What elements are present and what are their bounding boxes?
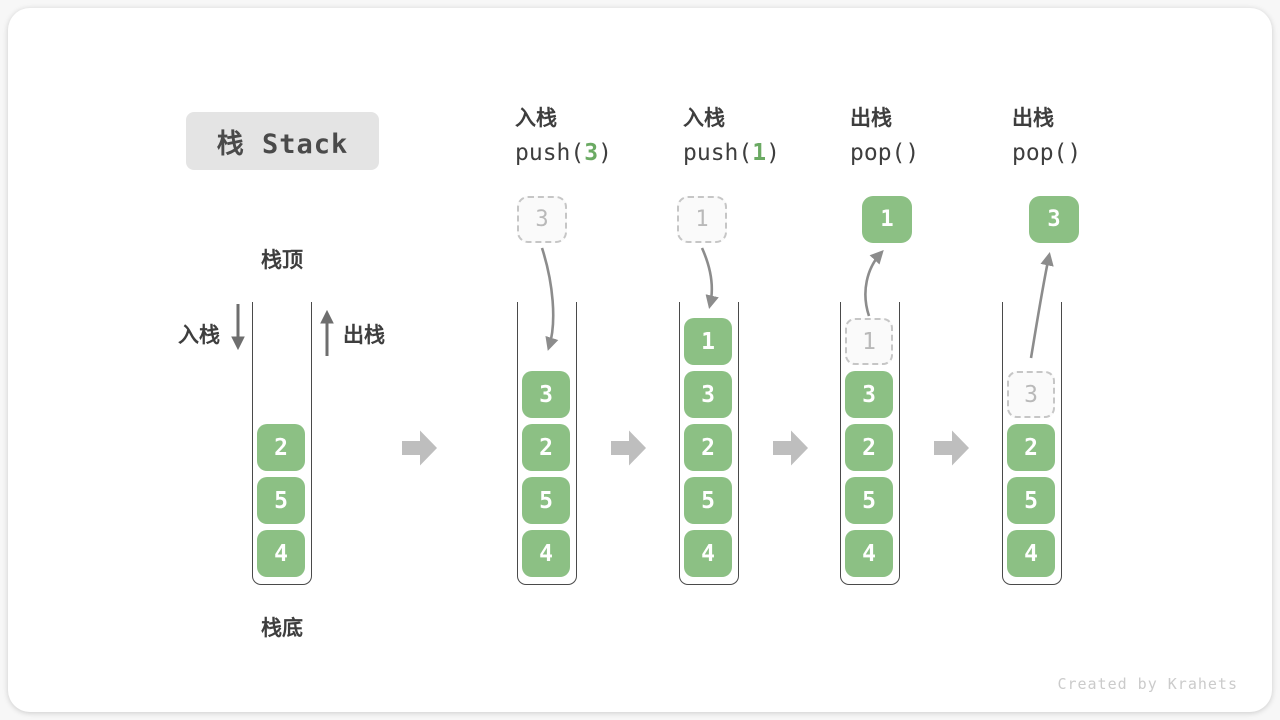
- stack-cell: 2: [257, 424, 305, 471]
- stack-cell: 4: [845, 530, 893, 577]
- stack-top-label: 栈顶: [261, 248, 303, 272]
- op-cn-label: 入栈: [515, 106, 557, 130]
- code-post: ): [905, 140, 920, 166]
- stack-cell: 4: [522, 530, 570, 577]
- stack-cell: 2: [522, 424, 570, 471]
- op-label-pop-1: 出栈 pop(): [850, 104, 1010, 167]
- op-label-pop-3: 出栈 pop(): [1012, 104, 1172, 167]
- stack-cell: 4: [1007, 530, 1055, 577]
- op-code-label: pop(): [850, 139, 1010, 167]
- stack-cell: 4: [257, 530, 305, 577]
- stack-cell: 5: [257, 477, 305, 524]
- stack-container-after-push-3: 3 2 5 4: [517, 302, 577, 585]
- op-label-push-3: 入栈 push(3): [515, 104, 675, 167]
- stack-container-after-push-1: 1 3 2 5 4: [679, 302, 739, 585]
- code-post: ): [766, 140, 780, 166]
- stack-cell: 2: [684, 424, 732, 471]
- transition-arrow-icon: [402, 430, 437, 466]
- transition-arrow-icon: [934, 430, 969, 466]
- title-badge: 栈 Stack: [186, 112, 379, 170]
- stack-cell: 5: [845, 477, 893, 524]
- op-code-label: push(3): [515, 139, 675, 167]
- code-post: ): [1067, 140, 1082, 166]
- stack-cell: 5: [684, 477, 732, 524]
- code-arg: 3: [584, 140, 599, 166]
- stack-container-after-pop-3: 3 2 5 4: [1002, 302, 1062, 585]
- code-post: ): [598, 140, 612, 166]
- stack-cell: 3: [845, 371, 893, 418]
- transition-arrow-icon: [611, 430, 646, 466]
- code-arg: 1: [752, 140, 767, 166]
- stack-cell: 1: [684, 318, 732, 365]
- watermark: Created by Krahets: [1057, 675, 1238, 693]
- push-direction-label: 入栈: [178, 323, 220, 347]
- op-code-label: push(1): [683, 139, 843, 167]
- code-pre: pop(: [1012, 140, 1068, 166]
- stack-cell: 3: [522, 371, 570, 418]
- op-cn-label: 出栈: [850, 106, 892, 130]
- float-value-incoming-3: 3: [517, 196, 567, 243]
- stack-container-after-pop-1: 1 3 2 5 4: [840, 302, 900, 585]
- stack-cell-ghost: 1: [845, 318, 893, 365]
- stack-cell: 5: [1007, 477, 1055, 524]
- code-pre: push(: [683, 140, 753, 166]
- stack-cell: 2: [845, 424, 893, 471]
- op-label-push-1: 入栈 push(1): [683, 104, 843, 167]
- code-pre: pop(: [850, 140, 906, 166]
- float-value-incoming-1: 1: [677, 196, 727, 243]
- pop-direction-label: 出栈: [343, 323, 385, 347]
- stack-bottom-label: 栈底: [261, 616, 303, 640]
- op-code-label: pop(): [1012, 139, 1172, 167]
- float-value-popped-3: 3: [1029, 196, 1079, 243]
- op-cn-label: 入栈: [683, 106, 725, 130]
- title-badge-label: 栈 Stack: [216, 128, 349, 160]
- code-pre: push(: [515, 140, 585, 166]
- transition-arrow-icon: [773, 430, 808, 466]
- stack-cell: 2: [1007, 424, 1055, 471]
- stack-cell: 3: [684, 371, 732, 418]
- stack-container-initial: 2 5 4: [252, 302, 312, 585]
- stack-cell: 4: [684, 530, 732, 577]
- float-value-popped-1: 1: [862, 196, 912, 243]
- push-1-curve-arrow: [700, 247, 719, 309]
- stack-cell: 5: [522, 477, 570, 524]
- op-cn-label: 出栈: [1012, 106, 1054, 130]
- stack-cell-ghost: 3: [1007, 371, 1055, 418]
